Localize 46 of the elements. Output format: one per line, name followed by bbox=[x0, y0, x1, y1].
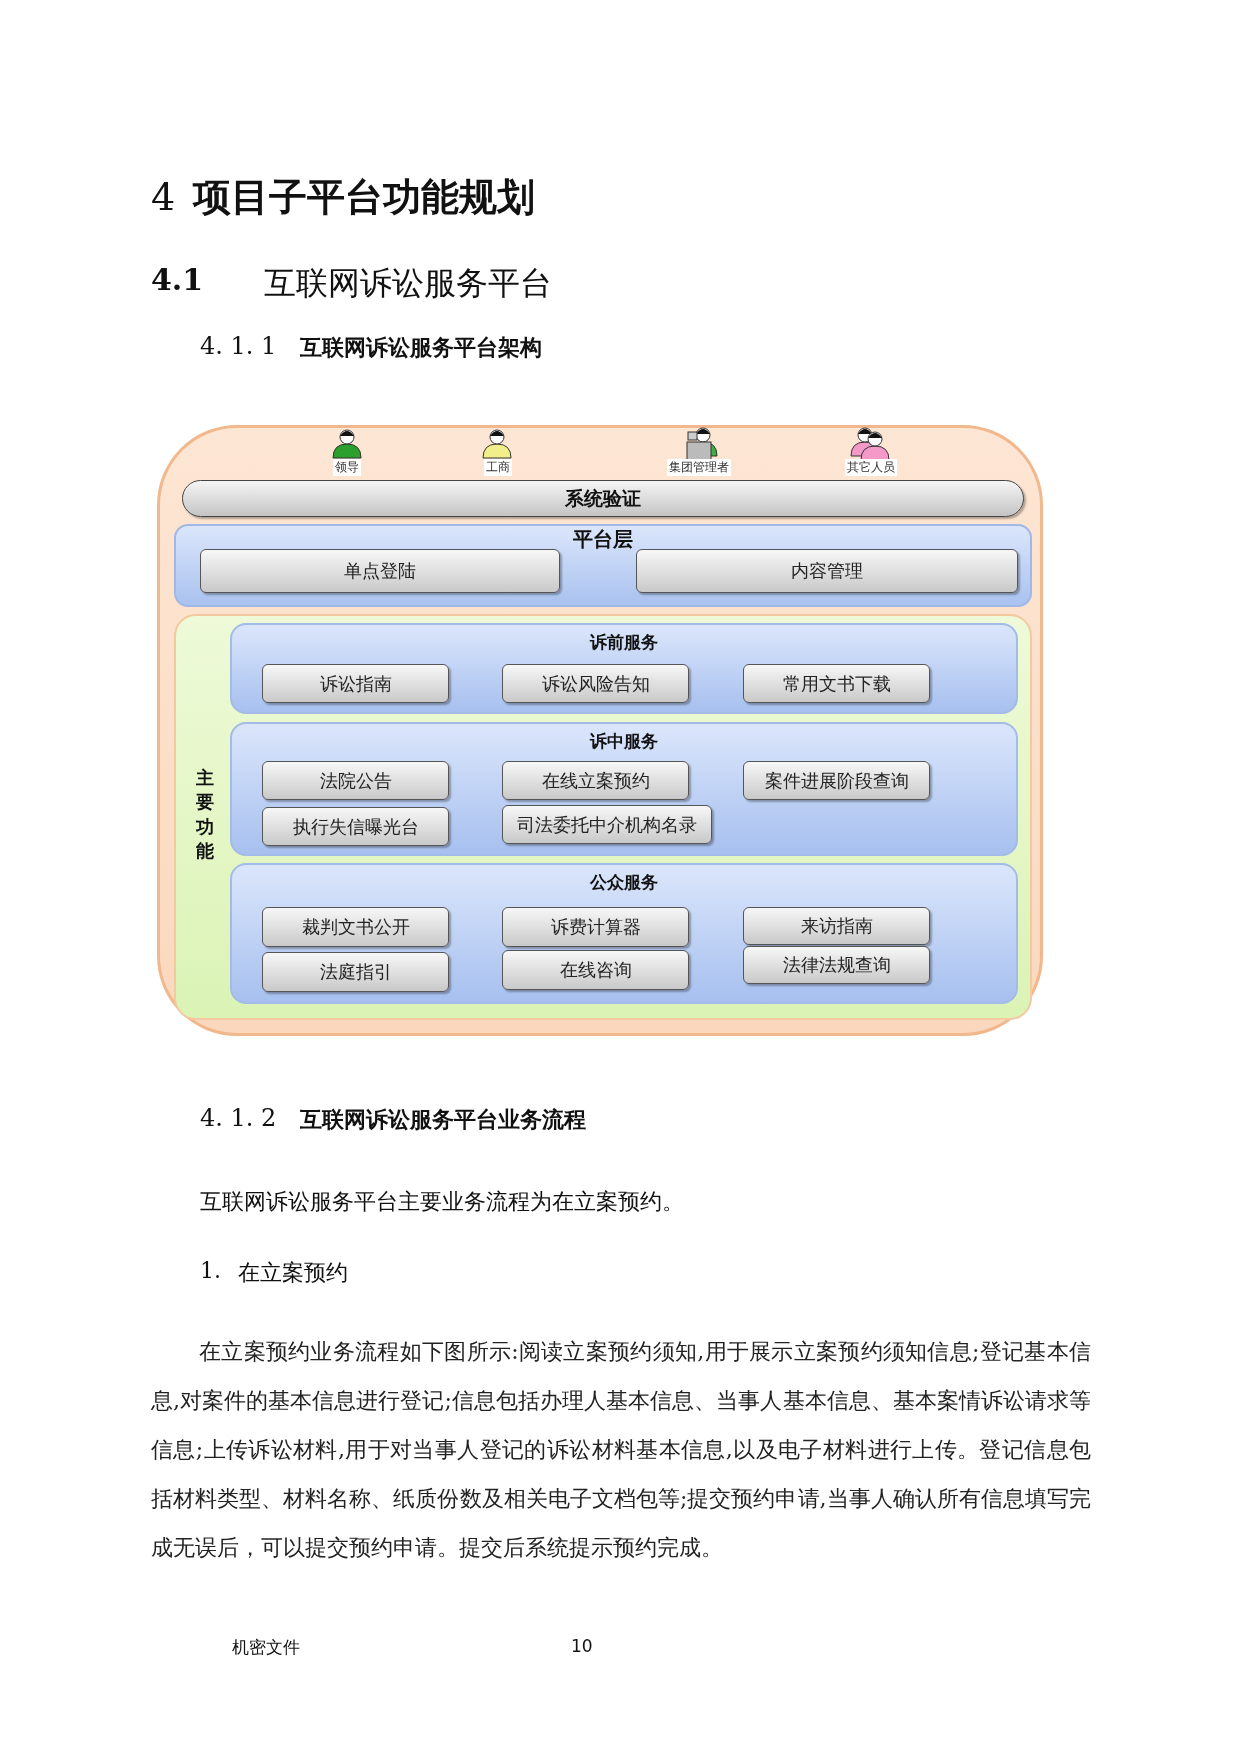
list-item: 在立案预约 bbox=[238, 1259, 348, 1287]
service-panel bbox=[230, 863, 1018, 1004]
icon-caption: 集团管理者 bbox=[667, 459, 731, 476]
function-box: 司法委托中介机构名录 bbox=[502, 805, 712, 844]
paragraph: 互联网诉讼服务平台主要业务流程为在立案预约。 bbox=[200, 1188, 684, 1216]
footer-text: 机密文件 bbox=[232, 1636, 300, 1659]
function-box: 法庭指引 bbox=[262, 952, 449, 992]
function-box: 诉讼风险告知 bbox=[502, 664, 689, 703]
paragraph: 在立案预约业务流程如下图所示:阅读立案预约须知,用于展示立案预约须知信息;登记基本信息,对案件的基本信息进行登记;信息包括办理人基本信息、当事人基本信息、基本案情诉讼请求等信息;上传诉讼材料,用于对当事人登记的诉讼材料基本信息,以及电子材料进行上传。登记信息包括材料类型、材料名称、纸质份数及相关电子文档包等;提交预约申请,当事人确认所有信息填写完成无误后，可以提交预约申请。提交后系统提示预约完成。 bbox=[151, 1338, 1091, 1562]
service-heading: 公众服务 bbox=[589, 871, 659, 894]
section-number: 4.1 bbox=[151, 262, 204, 297]
function-box: 在线咨询 bbox=[502, 950, 689, 990]
verification-bar: 系统验证 bbox=[182, 480, 1024, 517]
icon-caption: 领导 bbox=[333, 459, 361, 476]
list-number: 1. bbox=[200, 1258, 221, 1283]
icon-caption: 其它人员 bbox=[845, 459, 897, 476]
function-box: 执行失信曝光台 bbox=[262, 807, 449, 846]
function-box: 法律法规查询 bbox=[743, 946, 930, 984]
service-panel bbox=[230, 722, 1018, 856]
function-box: 来访指南 bbox=[743, 907, 930, 945]
functions-panel bbox=[174, 614, 1032, 1020]
service-heading: 诉中服务 bbox=[588, 730, 659, 753]
section-number: 4 bbox=[151, 175, 176, 219]
icon-caption: 工商 bbox=[484, 459, 512, 476]
section-heading: 项目子平台功能规划 bbox=[193, 174, 535, 221]
section-heading: 互联网诉讼服务平台架构 bbox=[300, 334, 542, 362]
page-number: 10 bbox=[571, 1636, 593, 1656]
function-box: 常用文书下载 bbox=[743, 664, 930, 703]
function-box: 在线立案预约 bbox=[502, 761, 689, 800]
function-box: 裁判文书公开 bbox=[262, 907, 449, 947]
service-panel bbox=[230, 623, 1018, 714]
section-number: 4. 1. 2 bbox=[200, 1104, 277, 1132]
layer-heading: 平台层 bbox=[572, 526, 634, 553]
outer-frame bbox=[157, 425, 1043, 1036]
function-box: 法院公告 bbox=[262, 761, 449, 800]
vertical-heading: 主要功能 bbox=[196, 766, 214, 863]
function-box: 单点登陆 bbox=[200, 549, 560, 593]
function-box: 诉讼指南 bbox=[262, 664, 449, 703]
service-heading: 诉前服务 bbox=[588, 631, 659, 654]
section-heading: 互联网诉讼服务平台业务流程 bbox=[300, 1106, 586, 1134]
section-number: 4. 1. 1 bbox=[200, 332, 277, 360]
section-heading: 互联网诉讼服务平台 bbox=[264, 263, 552, 304]
function-box: 内容管理 bbox=[636, 549, 1018, 593]
function-box: 诉费计算器 bbox=[502, 907, 689, 947]
platform-panel bbox=[174, 524, 1032, 607]
function-box: 案件进展阶段查询 bbox=[743, 761, 930, 800]
